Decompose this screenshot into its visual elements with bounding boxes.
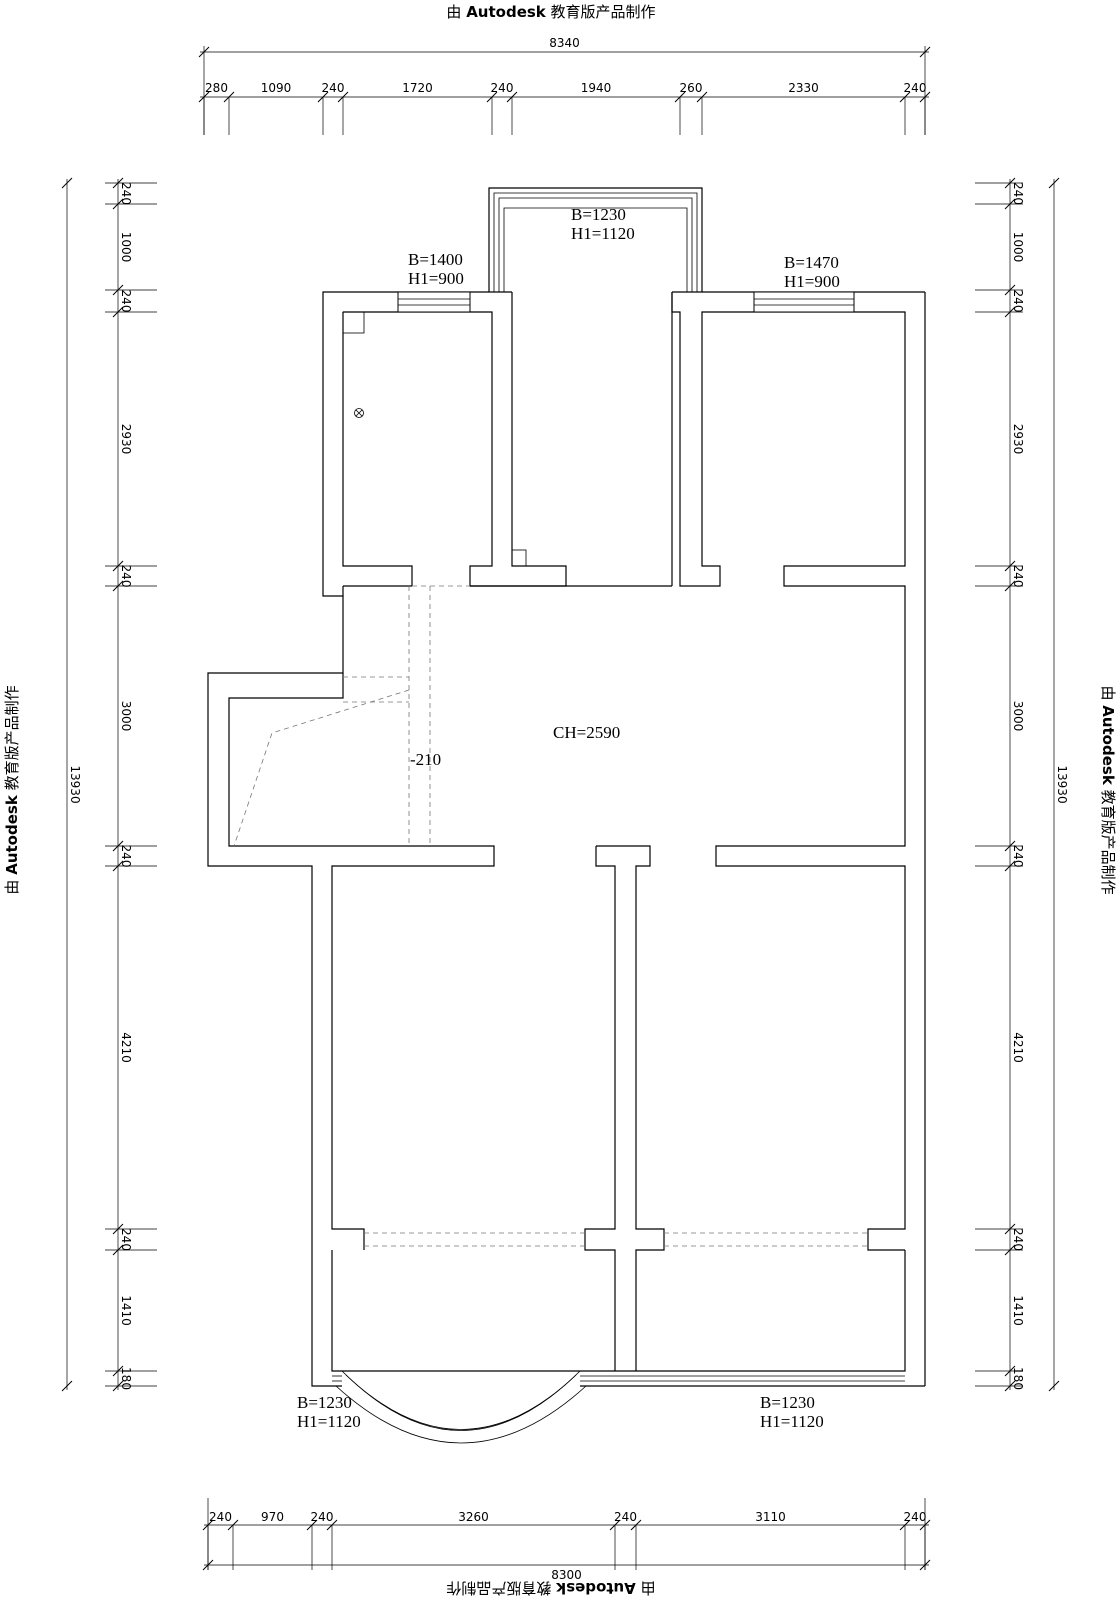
svg-text:B=1230: B=1230 (760, 1393, 815, 1412)
dimension-segment-label: 240 (1011, 182, 1025, 205)
dimension-total-label: 13930 (68, 765, 82, 803)
dimension-total-label: 8300 (551, 1568, 582, 1582)
watermark-bottom: 由 Autodesk 教育版产品制作 (446, 1579, 655, 1597)
dimension-segment-label: 240 (119, 182, 133, 205)
dimension-segment-label: 1000 (1011, 232, 1025, 263)
dimension-segment-label: 2330 (788, 81, 819, 95)
watermark-top: 由 Autodesk 教育版产品制作 (446, 3, 655, 21)
dimension-segment-label: 1000 (119, 232, 133, 263)
dimension-segment-label: 240 (119, 845, 133, 868)
dimension-segment-label: 240 (1011, 1228, 1025, 1251)
dimension-segment-label: 240 (1011, 565, 1025, 588)
dimension-segment-label: 4210 (1011, 1032, 1025, 1063)
dimension-left: 13930 240 1000 240 2930 240 3000 240 4210 240 1410… (61, 177, 157, 1392)
dimension-segment-label: 240 (119, 565, 133, 588)
window-openings (332, 291, 905, 1382)
watermark-left: 由 Autodesk 教育版产品制作 (3, 685, 21, 894)
dimension-segment-label: 1090 (261, 81, 292, 95)
dimension-top: 8340 280 1090 240 1720 240 1940 260 2330 240 (198, 36, 931, 135)
dimension-tick (61, 177, 73, 189)
svg-text:H1=900: H1=900 (784, 272, 840, 291)
dimension-segment-label: 3110 (755, 1510, 786, 1524)
svg-text:H1=900: H1=900 (408, 269, 464, 288)
dimension-tick (61, 1380, 73, 1392)
dimension-segment-label: 240 (491, 81, 514, 95)
dimension-segment-label: 180 (1011, 1367, 1025, 1390)
dimension-total-label: 13930 (1055, 765, 1069, 803)
top-bay-window (488, 187, 703, 292)
svg-text:H1=1120: H1=1120 (571, 224, 635, 243)
dimension-segment-label: 240 (904, 1510, 927, 1524)
level-label: -210 (410, 750, 441, 769)
window-label-right: B=1470 H1=900 (784, 253, 840, 291)
dashed-guides (233, 585, 868, 1247)
dimension-segment-label: 1940 (581, 81, 612, 95)
watermark-right: 由 Autodesk 教育版产品制作 (1099, 685, 1117, 894)
window-label-left: B=1400 H1=900 (408, 250, 464, 288)
dimension-bottom: 8300 240 970 240 3260 240 3110 240 (202, 1498, 931, 1582)
svg-text:B=1230: B=1230 (297, 1393, 352, 1412)
window-label-bottom-left: B=1230 H1=1120 (297, 1393, 361, 1431)
dimension-segment-label: 1410 (1011, 1295, 1025, 1326)
dimension-segment-label: 240 (904, 81, 927, 95)
svg-text:H1=1120: H1=1120 (760, 1412, 824, 1431)
svg-text:H1=1120: H1=1120 (297, 1412, 361, 1431)
dimension-segment-label: 240 (614, 1510, 637, 1524)
dimension-total-label: 8340 (549, 36, 580, 50)
dimension-segment-label: 280 (205, 81, 228, 95)
dimension-segment-label: 3000 (1011, 701, 1025, 732)
dimension-tick (1048, 177, 1060, 189)
dimension-segment-label: 4210 (119, 1032, 133, 1063)
svg-text:B=1470: B=1470 (784, 253, 839, 272)
dimension-segment-label: 3000 (119, 701, 133, 732)
dimension-segment-label: 240 (119, 1228, 133, 1251)
dimension-segment-label: 240 (119, 290, 133, 313)
dimension-segment-label: 3260 (458, 1510, 489, 1524)
dimension-right: 13930 240 1000 240 2930 240 3000 240 4210 240 1410… (975, 177, 1069, 1392)
dimension-segment-label: 2930 (1011, 424, 1025, 455)
dimension-segment-label: 260 (680, 81, 703, 95)
dimension-segment-label: 240 (1011, 845, 1025, 868)
walls (207, 291, 926, 1444)
dimension-segment-label: 1410 (119, 1295, 133, 1326)
dimension-tick (1048, 1380, 1060, 1392)
window-label-bottom-right: B=1230 H1=1120 (760, 1393, 824, 1431)
dimension-segment-label: 240 (1011, 290, 1025, 313)
dimension-segment-label: 1720 (402, 81, 433, 95)
svg-text:B=1400: B=1400 (408, 250, 463, 269)
ceiling-height-label: CH=2590 (553, 723, 620, 742)
dimension-segment-label: 240 (311, 1510, 334, 1524)
dimension-segment-label: 180 (119, 1367, 133, 1390)
dimension-segment-label: 970 (261, 1510, 284, 1524)
dimension-segment-label: 2930 (119, 424, 133, 455)
dimension-segment-label: 240 (322, 81, 345, 95)
dimension-segment-label: 240 (209, 1510, 232, 1524)
window-label-top: B=1230 H1=1120 (571, 205, 635, 243)
svg-text:B=1230: B=1230 (571, 205, 626, 224)
